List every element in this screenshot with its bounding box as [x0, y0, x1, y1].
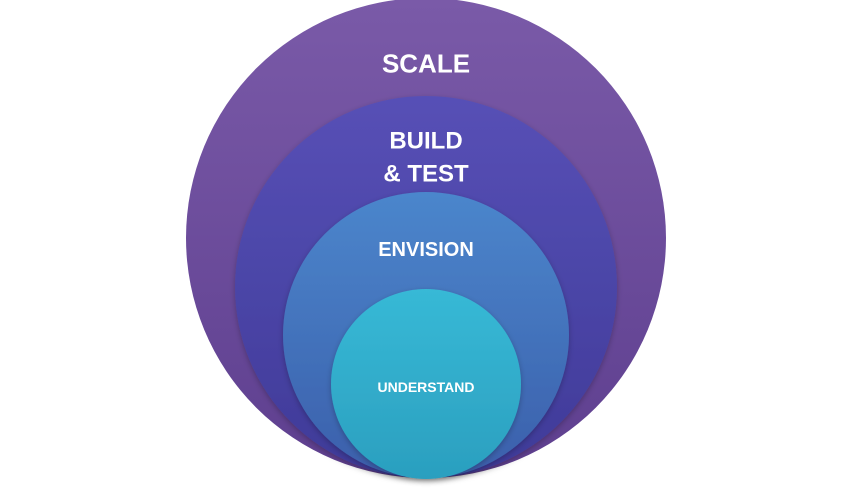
ring-understand	[331, 289, 521, 479]
labels-layer: SCALE BUILD & TEST ENVISION UNDERSTAND	[378, 48, 475, 395]
ring-label-understand: UNDERSTAND	[378, 379, 475, 395]
ring-label-envision: ENVISION	[378, 239, 474, 261]
ring-label-scale: SCALE	[382, 48, 470, 78]
ring-label-build-test-line-2: & TEST	[383, 161, 469, 188]
ring-label-build-test-line-1: BUILD	[389, 128, 462, 155]
rings-layer	[186, 0, 666, 479]
